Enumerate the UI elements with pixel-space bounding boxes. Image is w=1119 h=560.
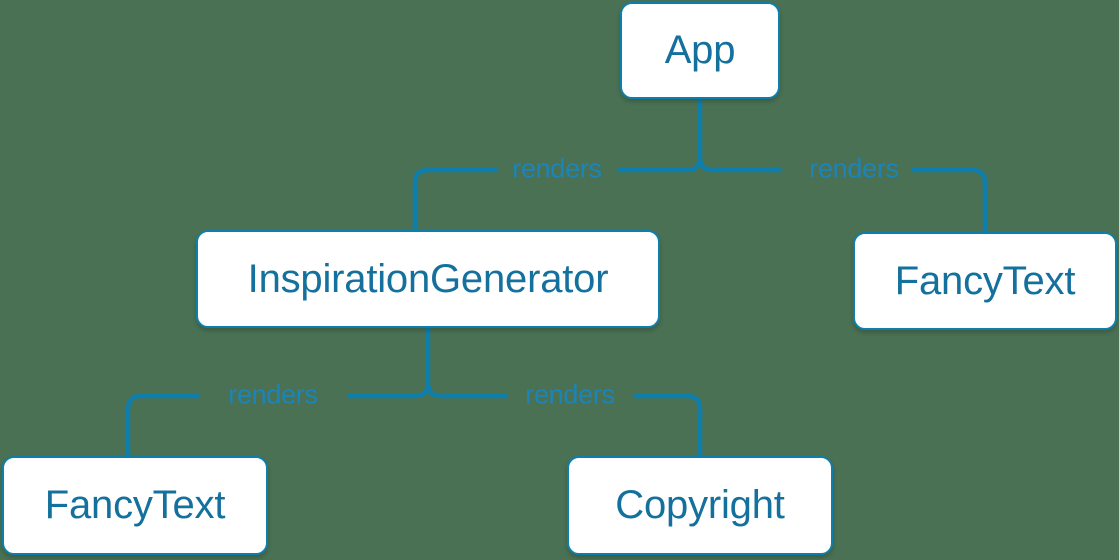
- edge-inspirationgenerator-to-copyright: [633, 393, 703, 456]
- edge-app-junction-left: [618, 156, 703, 173]
- node-app-label: App: [664, 28, 736, 72]
- node-fancytext-right-label: FancyText: [894, 258, 1076, 303]
- node-inspiration-generator-label: InspirationGenerator: [247, 256, 609, 301]
- edge-app-to-fancytext-right: [912, 167, 988, 232]
- node-app[interactable]: App: [620, 2, 780, 99]
- node-copyright-label: Copyright: [615, 483, 785, 527]
- node-fancytext-left-label: FancyText: [44, 483, 226, 527]
- edge-ig-junction-left: [347, 382, 431, 399]
- edge-ig-junction-right: [425, 382, 508, 399]
- edge-label-inspirationgenerator-to-fancytext-left: renders: [228, 379, 318, 410]
- node-fancytext-left[interactable]: FancyText: [2, 456, 268, 555]
- edge-label-app-to-inspirationgenerator: renders: [512, 153, 602, 184]
- node-inspiration-generator[interactable]: InspirationGenerator: [196, 230, 660, 328]
- edge-app-to-inspirationgenerator: [412, 167, 497, 230]
- edge-label-inspirationgenerator-to-copyright: renders: [525, 379, 615, 410]
- edge-label-app-to-fancytext-right: renders: [809, 153, 899, 184]
- node-copyright[interactable]: Copyright: [567, 456, 833, 555]
- edge-inspirationgenerator-to-fancytext-left: [125, 393, 200, 456]
- edge-app-junction-right: [697, 156, 782, 173]
- node-fancytext-right[interactable]: FancyText: [853, 232, 1117, 330]
